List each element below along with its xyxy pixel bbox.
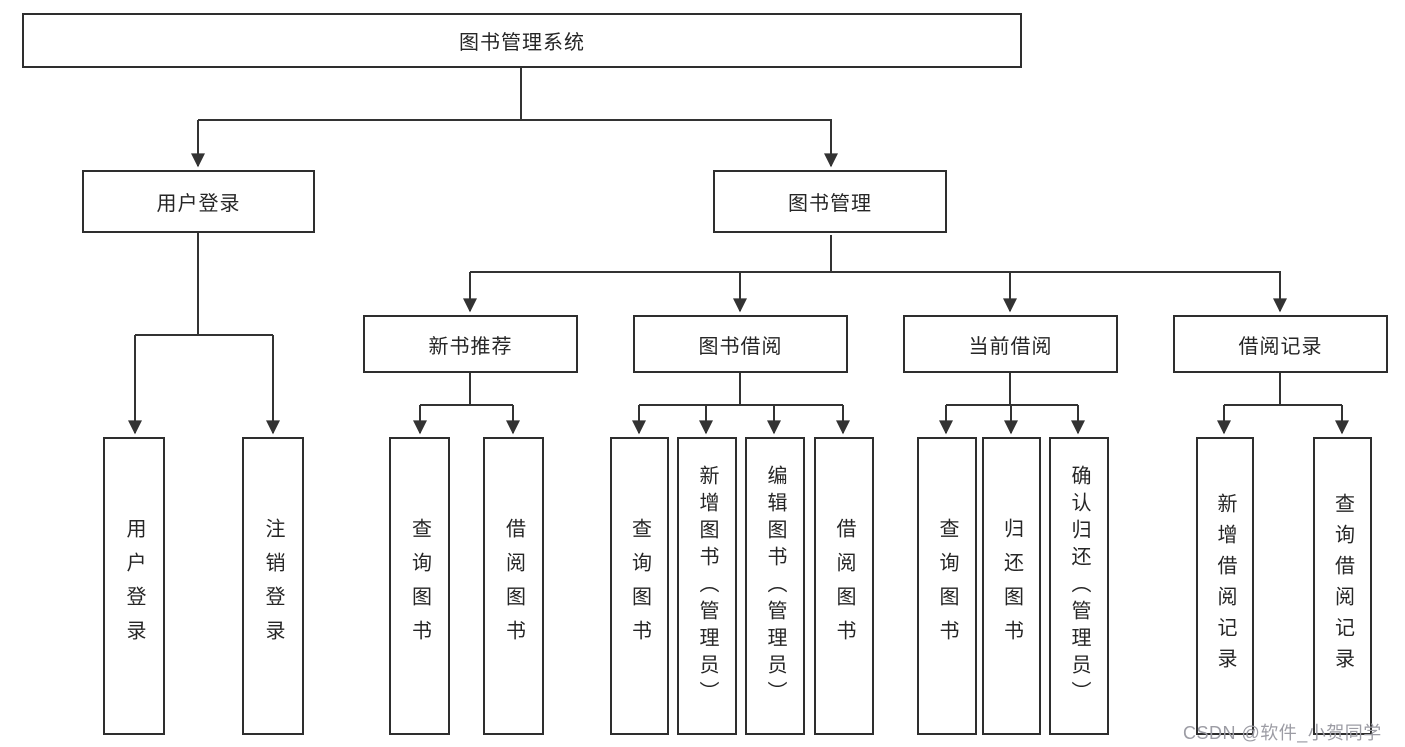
node-new-book-recommend-label: 新书推荐 (428, 335, 513, 358)
leaf-br-add-record-label: 新增借阅记录 (1214, 493, 1236, 679)
leaf-bb-edit-books-admin: 编辑图书（管理员） (745, 437, 805, 735)
leaf-logout: 注销登录 (242, 437, 304, 735)
leaf-bb-borrow-books: 借阅图书 (814, 437, 874, 735)
node-current-borrow: 当前借阅 (903, 315, 1118, 373)
node-borrow-records-label: 借阅记录 (1238, 335, 1323, 358)
node-root-label: 图书管理系统 (459, 32, 585, 54)
leaf-logout-label: 注销登录 (262, 518, 284, 654)
leaf-cb-return-books: 归还图书 (982, 437, 1041, 735)
leaf-br-query-record-label: 查询借阅记录 (1331, 493, 1354, 679)
node-root: 图书管理系统 (22, 13, 1022, 68)
node-book-management: 图书管理 (713, 170, 947, 233)
leaf-cb-query-books: 查询图书 (917, 437, 977, 735)
node-borrow-records: 借阅记录 (1173, 315, 1388, 373)
node-current-borrow-label: 当前借阅 (968, 335, 1053, 358)
node-book-borrow: 图书借阅 (633, 315, 848, 373)
leaf-cb-confirm-return-admin: 确认归还（管理员） (1049, 437, 1109, 735)
node-user-login-label: 用户登录 (156, 193, 241, 215)
leaf-user-login-label: 用户登录 (123, 518, 145, 654)
leaf-br-query-record: 查询借阅记录 (1313, 437, 1372, 735)
leaf-nb-query-books-label: 查询图书 (408, 518, 431, 654)
leaf-bb-add-books-admin: 新增图书（管理员） (677, 437, 737, 735)
node-book-management-label: 图书管理 (788, 193, 872, 215)
leaf-cb-return-books-label: 归还图书 (1000, 518, 1023, 654)
node-user-login: 用户登录 (82, 170, 315, 233)
leaf-nb-query-books: 查询图书 (389, 437, 450, 735)
leaf-nb-borrow-books: 借阅图书 (483, 437, 544, 735)
leaf-bb-borrow-books-label: 借阅图书 (833, 518, 855, 654)
leaf-nb-borrow-books-label: 借阅图书 (502, 518, 525, 654)
leaf-bb-query-books: 查询图书 (610, 437, 669, 735)
leaf-cb-query-books-label: 查询图书 (936, 518, 958, 654)
leaf-user-login: 用户登录 (103, 437, 165, 735)
csdn-watermark: CSDN @软件_小贺同学 (1183, 723, 1382, 743)
leaf-bb-add-books-admin-label: 新增图书（管理员） (696, 464, 718, 708)
node-new-book-recommend: 新书推荐 (363, 315, 578, 373)
leaf-bb-edit-books-admin-label: 编辑图书（管理员） (764, 464, 786, 708)
leaf-cb-confirm-return-admin-label: 确认归还（管理员） (1068, 464, 1090, 708)
node-book-borrow-label: 图书借阅 (698, 335, 783, 358)
leaf-bb-query-books-label: 查询图书 (628, 518, 651, 654)
leaf-br-add-record: 新增借阅记录 (1196, 437, 1254, 735)
